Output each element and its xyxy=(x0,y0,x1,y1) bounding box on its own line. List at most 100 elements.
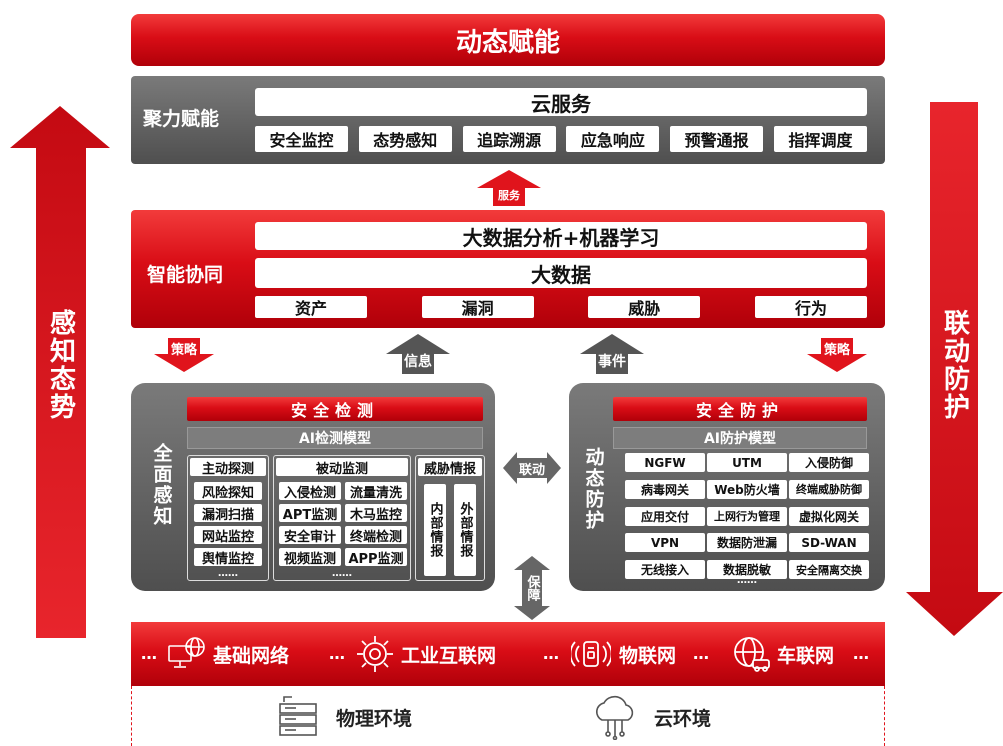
security-detection-block: 全面感知 安全检测 AI检测模型 主动探测 风险探知 漏洞扫描 网站监控 舆情监… xyxy=(131,383,495,591)
cloud-item-warning: 预警通报 xyxy=(670,126,764,152)
info-arrow-icon: 信息 xyxy=(386,334,450,374)
passive-item-audit: 安全审计 xyxy=(279,526,341,545)
security-protection-block: 动态防护 安全防护 AI防护模型 NGFW UTM 入侵防御 病毒网关 Web防… xyxy=(569,383,885,591)
event-arrow-icon: 事件 xyxy=(580,334,644,374)
perception-up-arrow-icon xyxy=(10,106,110,638)
active-item-vulnscan: 漏洞扫描 xyxy=(194,504,262,523)
cloud-env-label: 云环境 xyxy=(654,708,712,730)
computer-globe-icon xyxy=(167,636,207,672)
environment-row: 物理环境 云环境 xyxy=(131,686,885,746)
protect-items-grid: NGFW UTM 入侵防御 病毒网关 Web防火墙 终端威胁防御 应用交付 上网… xyxy=(625,453,869,583)
big-data-ml-bar: 大数据分析+机器学习 xyxy=(255,222,867,250)
protect-item-ngfw: NGFW xyxy=(625,453,705,472)
protection-down-arrow-icon xyxy=(906,102,1003,636)
network-iov-label: 车联网 xyxy=(777,645,835,667)
network-basic-label: 基础网络 xyxy=(213,645,290,667)
linkage-arrow-icon: 联动 xyxy=(503,448,561,488)
perception-label: 感知态势 xyxy=(45,309,76,421)
protect-item-virtual-gateway: 虚拟化网关 xyxy=(789,506,869,526)
passive-item-app: APP监测 xyxy=(345,548,407,567)
banner-title: 动态赋能 xyxy=(455,27,560,58)
guarantee-arrow-icon: 保障 xyxy=(512,556,552,620)
ai-protect-model: AI防护模型 xyxy=(613,427,867,449)
active-more: …… xyxy=(218,567,238,579)
intel-item-vulnerability: 漏洞 xyxy=(421,296,534,318)
protect-item-wireless: 无线接入 xyxy=(625,560,705,580)
intel-item-asset: 资产 xyxy=(255,296,367,318)
network-ellipsis-5: … xyxy=(853,644,869,663)
network-ellipsis-3: … xyxy=(543,644,559,663)
cloud-service-title: 云服务 xyxy=(255,88,867,116)
cloud-service-block: 聚力赋能 云服务 安全监控 态势感知 追踪溯源 应急响应 预警通报 指挥调度 xyxy=(131,76,885,164)
dynamic-empowerment-banner: 动态赋能 xyxy=(131,14,885,66)
gear-icon xyxy=(355,634,395,674)
active-detection-column: 主动探测 风险探知 漏洞扫描 网站监控 舆情监控 …… xyxy=(187,455,269,581)
network-ellipsis-4: … xyxy=(693,644,709,663)
protect-more: …… xyxy=(737,574,757,586)
network-industrial-label: 工业互联网 xyxy=(401,645,497,667)
protect-item-ips: 入侵防御 xyxy=(789,453,869,472)
network-iot-label: 物联网 xyxy=(619,645,677,667)
cloud-item-monitoring: 安全监控 xyxy=(255,126,348,152)
server-rack-icon xyxy=(276,696,324,736)
detect-side-label: 全面感知 xyxy=(150,443,173,527)
cloud-item-tracing: 追踪溯源 xyxy=(462,126,556,152)
protect-item-utm: UTM xyxy=(707,453,787,472)
protect-title: 安全防护 xyxy=(613,397,867,421)
protect-item-sdwan: SD-WAN xyxy=(789,533,869,553)
passive-monitoring-header: 被动监测 xyxy=(276,458,408,477)
threat-intel-column: 威胁情报 内部情报 外部情报 xyxy=(415,455,485,581)
protect-item-data-masking: 数据脱敏 xyxy=(707,560,787,580)
iot-device-icon xyxy=(569,634,613,674)
strategy-label-left: 策略 xyxy=(170,342,197,358)
intelligent-collaboration-block: 智能协同 大数据分析+机器学习 大数据 资产 漏洞 威胁 行为 xyxy=(131,210,885,328)
protect-item-isolation: 安全隔离交换 xyxy=(789,560,869,580)
network-ellipsis-2: … xyxy=(329,644,345,663)
passive-item-endpoint: 终端检测 xyxy=(345,526,407,545)
ai-detect-model: AI检测模型 xyxy=(187,427,483,449)
passive-item-trojan: 木马监控 xyxy=(345,504,407,523)
network-band: … … … … … 基础网络 工业互联网 物联网 xyxy=(131,622,885,686)
cloud-block-label: 聚力赋能 xyxy=(143,108,220,130)
cloud-item-situation: 态势感知 xyxy=(358,126,452,152)
outer-intel: 外部情报 xyxy=(454,484,476,576)
passive-item-apt: APT监测 xyxy=(279,504,341,523)
protect-item-vpn: VPN xyxy=(625,533,705,553)
intel-items: 资产 漏洞 威胁 行为 xyxy=(255,296,867,318)
passive-monitoring-column: 被动监测 入侵检测 流量清洗 APT监测 木马监控 安全审计 终端检测 视频监测… xyxy=(273,455,411,581)
protection-label: 联动防护 xyxy=(939,309,970,421)
big-data-bar: 大数据 xyxy=(255,258,867,288)
protect-side-label: 动态防护 xyxy=(582,447,605,531)
cloud-item-command: 指挥调度 xyxy=(773,126,867,152)
protect-item-waf: Web防火墙 xyxy=(707,479,787,499)
inner-intel: 内部情报 xyxy=(424,484,446,576)
service-arrow-icon: 服务 xyxy=(477,170,541,206)
protect-item-behavior-mgmt: 上网行为管理 xyxy=(707,506,787,526)
protect-item-adc: 应用交付 xyxy=(625,506,705,526)
passive-item-video: 视频监测 xyxy=(279,548,341,567)
active-detection-header: 主动探测 xyxy=(190,458,266,477)
detect-title: 安全检测 xyxy=(187,397,483,421)
network-ellipsis-1: … xyxy=(141,644,157,663)
guarantee-label: 保障 xyxy=(524,575,540,601)
info-label: 信息 xyxy=(404,354,432,370)
strategy-label-right: 策略 xyxy=(823,342,850,358)
linkage-label: 联动 xyxy=(518,462,545,478)
passive-item-intrusion: 入侵检测 xyxy=(279,482,341,501)
intel-item-behavior: 行为 xyxy=(754,296,867,318)
cloud-network-icon xyxy=(590,694,640,741)
threat-intel-header: 威胁情报 xyxy=(418,458,482,477)
intel-item-threat: 威胁 xyxy=(588,296,701,318)
protect-item-dlp: 数据防泄漏 xyxy=(707,533,787,553)
active-item-website: 网站监控 xyxy=(194,526,262,545)
active-item-opinion: 舆情监控 xyxy=(194,548,262,567)
cloud-item-emergency: 应急响应 xyxy=(566,126,660,152)
car-globe-icon xyxy=(731,634,771,674)
protect-item-edr: 终端威胁防御 xyxy=(789,479,869,499)
service-arrow-label: 服务 xyxy=(498,189,520,202)
strategy-arrow-left-icon: 策略 xyxy=(154,338,214,372)
cloud-service-items: 安全监控 态势感知 追踪溯源 应急响应 预警通报 指挥调度 xyxy=(255,126,867,152)
active-item-risk: 风险探知 xyxy=(194,482,262,501)
passive-more: …… xyxy=(332,567,352,579)
physical-env-label: 物理环境 xyxy=(336,708,413,730)
